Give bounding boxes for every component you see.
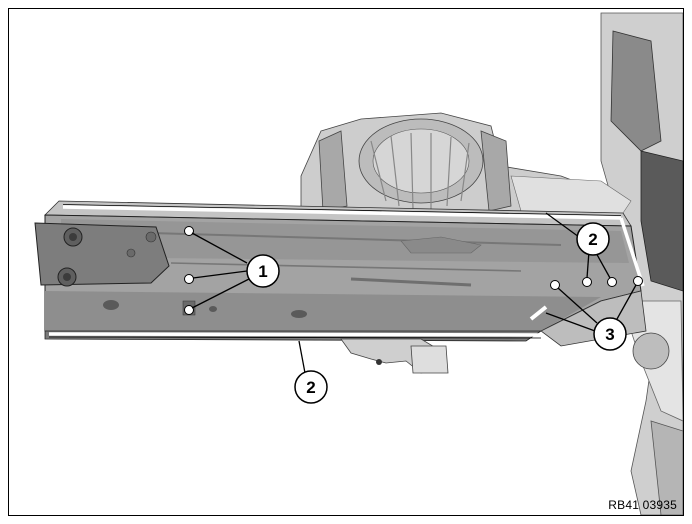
lower-brackets [340, 338, 449, 374]
rivet-points [184, 226, 643, 315]
callout-2-lower-label: 2 [306, 378, 315, 397]
callout-3-label: 3 [605, 325, 614, 344]
callout-2-lower: 2 [294, 370, 328, 404]
seam-lines [48, 204, 645, 339]
callout-2-upper: 2 [576, 222, 610, 256]
leader-lines [191, 212, 637, 374]
diagram-frame: 1 2 2 3 RB41 03935 [8, 8, 684, 516]
reference-code: RB41 03935 [608, 498, 677, 512]
frame-rail-illustration: 1 2 2 3 [34, 12, 683, 515]
rear-body-structure [600, 12, 683, 515]
callout-1-label: 1 [258, 262, 267, 281]
callout-2-upper-label: 2 [588, 230, 597, 249]
drive-unit-housing [300, 112, 632, 217]
callout-3: 3 [593, 317, 627, 351]
callout-1: 1 [246, 254, 280, 288]
side-frame-rail [34, 200, 647, 347]
